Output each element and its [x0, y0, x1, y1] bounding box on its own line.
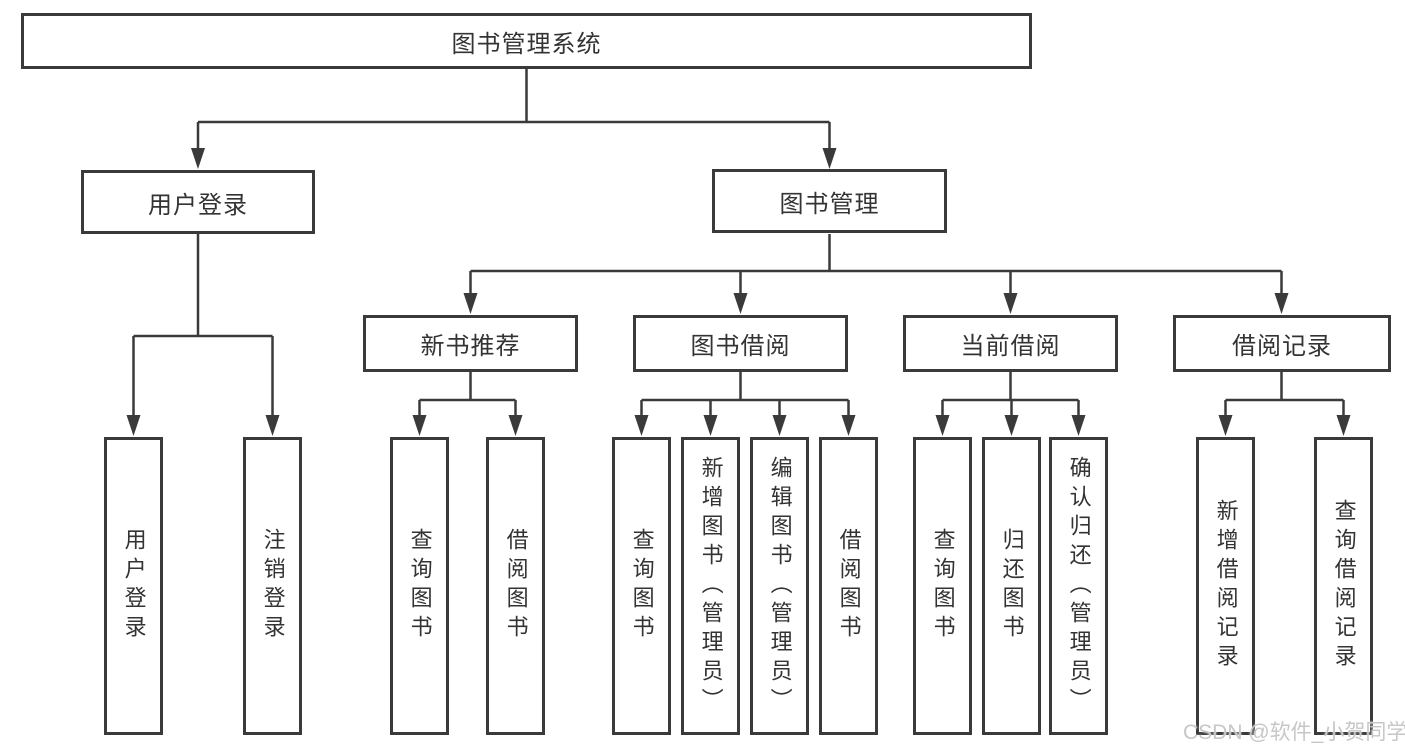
leaf-add-books-admin: 新增图书（管理员） — [681, 437, 740, 735]
arrowhead — [191, 148, 205, 169]
arrowhead — [1218, 415, 1233, 436]
connector-book-management-split — [469, 234, 1283, 296]
connector-borrowing-records-split — [1224, 372, 1345, 418]
arrowhead — [1071, 415, 1086, 436]
arrowhead — [508, 415, 523, 436]
arrowhead — [1003, 293, 1018, 314]
leaf-label: 归还图书 — [999, 528, 1025, 644]
leaf-add-borrow-record: 新增借阅记录 — [1196, 437, 1255, 735]
leaf-label: 查询图书 — [930, 528, 956, 644]
leaf-borrow-books-borrowing: 借阅图书 — [819, 437, 878, 735]
leaf-label: 借阅图书 — [836, 528, 862, 644]
node-label: 新书推荐 — [420, 333, 521, 360]
leaf-user-login: 用户登录 — [104, 437, 163, 735]
node-current-borrowing: 当前借阅 — [903, 315, 1118, 372]
leaf-label: 用户登录 — [121, 528, 147, 644]
leaf-label: 确认归还（管理员） — [1066, 455, 1092, 717]
arrowhead — [733, 293, 748, 314]
leaf-return-books: 归还图书 — [982, 437, 1041, 735]
connector-root-split — [196, 68, 831, 151]
csdn-watermark: CSDN @软件_小贺同学 — [1183, 721, 1405, 744]
node-label: 用户登录 — [148, 191, 248, 219]
leaf-query-borrow-record: 查询借阅记录 — [1314, 437, 1373, 735]
node-new-book-recommendation: 新书推荐 — [363, 315, 578, 372]
arrowhead — [126, 415, 141, 436]
arrowhead — [772, 415, 787, 436]
leaf-query-books-borrowing: 查询图书 — [612, 437, 671, 735]
arrowhead — [1336, 415, 1351, 436]
connector-new-book-split — [418, 372, 517, 418]
connector-lines — [132, 68, 1345, 418]
arrowhead — [935, 415, 950, 436]
arrowhead — [703, 415, 718, 436]
node-label: 借阅记录 — [1232, 333, 1332, 360]
node-label: 图书管理 — [779, 190, 880, 218]
arrowhead — [841, 415, 856, 436]
node-label: 图书借阅 — [690, 333, 791, 360]
leaf-confirm-return-admin: 确认归还（管理员） — [1049, 437, 1108, 735]
leaf-query-books-current: 查询图书 — [913, 437, 972, 735]
node-label: 图书管理系统 — [451, 30, 602, 58]
leaf-label: 借阅图书 — [503, 528, 529, 644]
node-user-login: 用户登录 — [81, 170, 315, 234]
node-book-management: 图书管理 — [712, 169, 947, 233]
leaf-query-books-recommend: 查询图书 — [390, 437, 449, 735]
leaf-label: 查询借阅记录 — [1331, 499, 1357, 673]
connector-current-borrowing-split — [941, 372, 1080, 418]
leaf-label: 查询图书 — [629, 528, 655, 644]
arrowhead — [634, 415, 649, 436]
connector-user-login-split — [132, 234, 274, 418]
leaf-borrow-books-recommend: 借阅图书 — [486, 437, 545, 735]
leaf-label: 查询图书 — [407, 528, 433, 644]
arrowhead — [265, 415, 280, 436]
leaf-label: 新增图书（管理员） — [698, 455, 724, 717]
arrowheads — [126, 148, 1351, 436]
arrowhead — [412, 415, 427, 436]
node-borrowing-records: 借阅记录 — [1173, 315, 1391, 372]
leaf-label: 新增借阅记录 — [1213, 499, 1239, 673]
leaf-label: 编辑图书（管理员） — [767, 455, 793, 717]
connector-book-borrowing-split — [640, 372, 850, 418]
leaf-edit-books-admin: 编辑图书（管理员） — [750, 437, 809, 735]
node-book-borrowing: 图书借阅 — [633, 315, 848, 372]
node-library-system: 图书管理系统 — [21, 13, 1032, 69]
arrowhead — [1274, 293, 1289, 314]
leaf-logout: 注销登录 — [243, 437, 302, 735]
arrowhead — [463, 293, 478, 314]
arrowhead — [822, 148, 837, 169]
node-label: 当前借阅 — [960, 333, 1061, 360]
arrowhead — [1004, 415, 1019, 436]
leaf-label: 注销登录 — [260, 528, 286, 644]
